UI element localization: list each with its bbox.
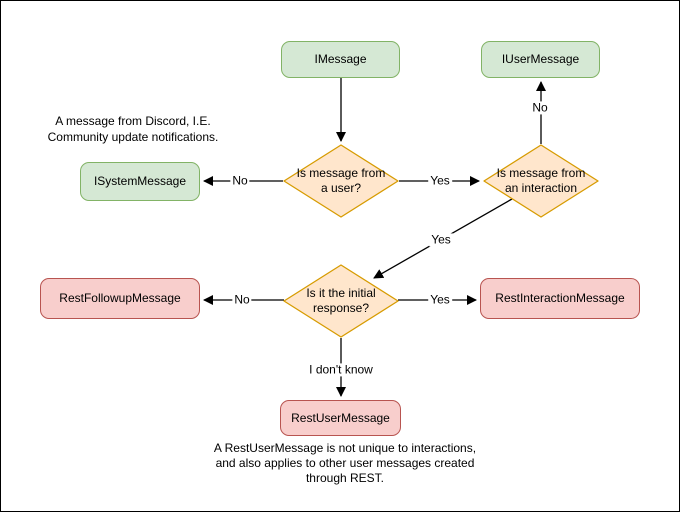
decision-is-initial-response: Is it the initial response? [283, 264, 399, 338]
edge-label-interaction-yes: Yes [429, 232, 453, 247]
decision-is-message-from-interaction-label: Is message from an interaction [496, 166, 586, 195]
node-restinteractionmessage: RestInteractionMessage [480, 278, 640, 319]
node-restfollowupmessage: RestFollowupMessage [40, 278, 200, 319]
decision-is-message-from-interaction: Is message from an interaction [483, 144, 599, 218]
node-imessage: IMessage [281, 41, 400, 78]
diamond-shape [283, 144, 399, 218]
annotation-rest-user-message: A RestUserMessage is not unique to inter… [184, 441, 506, 486]
annotation-rest-user-message-line3: through REST. [305, 471, 385, 485]
edge-label-interaction-no: No [530, 100, 550, 115]
node-restfollowupmessage-label: RestFollowupMessage [59, 291, 181, 306]
decision-is-initial-response-label: Is it the initial response? [306, 286, 376, 315]
decision-is-message-from-user: Is message from a user? [283, 144, 399, 218]
node-iusermessage: IUserMessage [481, 41, 600, 78]
node-isystemmessage: ISystemMessage [80, 162, 200, 201]
decision-is-message-from-user-label: Is message from a user? [296, 166, 386, 195]
node-restusermessage: RestUserMessage [280, 400, 401, 436]
edge-label-initial-yes: Yes [428, 292, 452, 307]
edge-label-initial-no: No [232, 292, 252, 307]
edge-label-i-dont-know: I don't know [307, 362, 375, 377]
annotation-system-message-line1: A message from Discord, I.E. [55, 114, 211, 128]
edge-label-user-yes: Yes [428, 173, 452, 188]
annotation-rest-user-message-line1: A RestUserMessage is not unique to inter… [213, 441, 477, 455]
node-isystemmessage-label: ISystemMessage [93, 174, 187, 189]
diamond-shape [483, 144, 599, 218]
annotation-system-message-line2: Community update notifications. [47, 130, 219, 144]
annotation-system-message: A message from Discord, I.E. Community u… [33, 113, 233, 145]
node-restinteractionmessage-label: RestInteractionMessage [495, 291, 625, 306]
node-restusermessage-label: RestUserMessage [291, 410, 390, 425]
diamond-shape [283, 264, 399, 338]
annotation-rest-user-message-line2: and also applies to other user messages … [215, 456, 475, 470]
node-iusermessage-label: IUserMessage [501, 52, 580, 67]
node-imessage-label: IMessage [314, 52, 367, 67]
edge-label-user-no: No [230, 173, 250, 188]
